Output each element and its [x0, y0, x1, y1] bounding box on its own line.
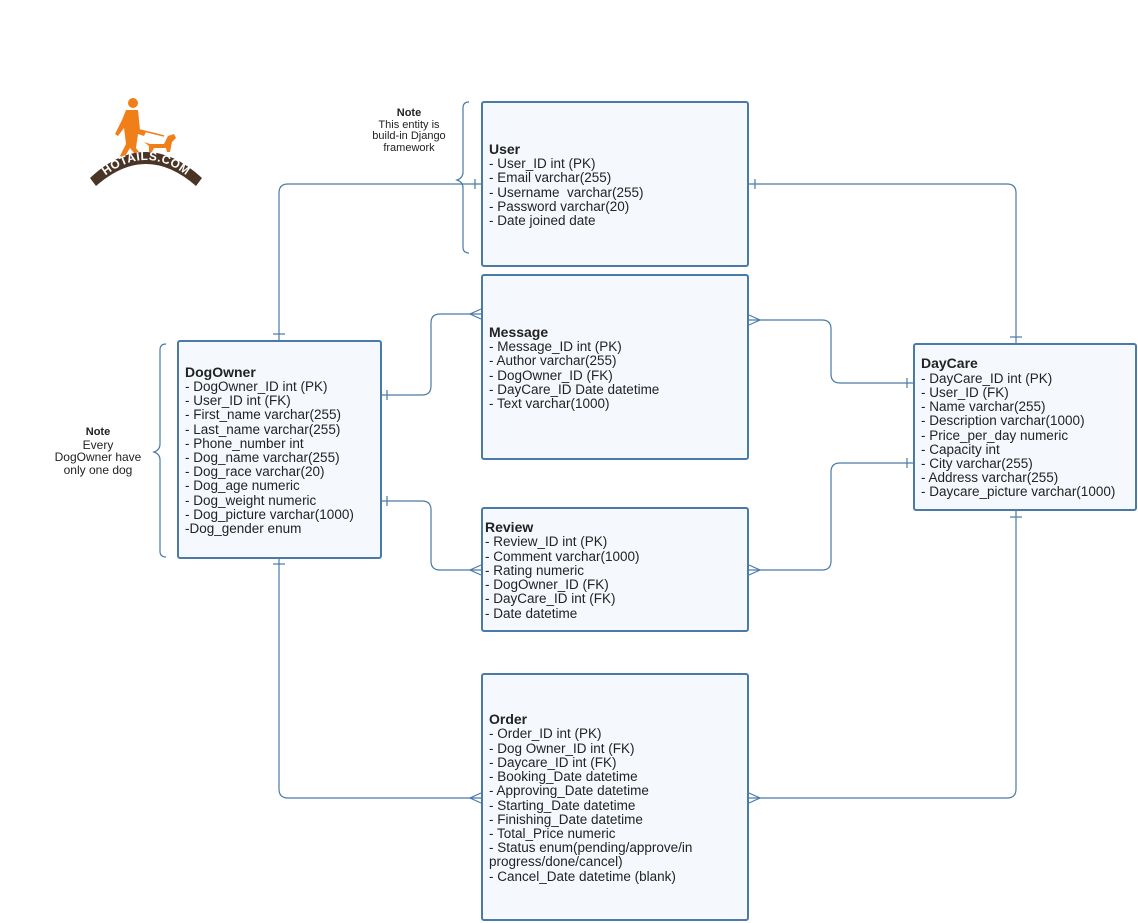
entity-attribute: - Phone_number int — [185, 435, 304, 451]
entity-attribute: - DayCare_ID int (FK) — [485, 591, 616, 607]
entity-attribute: - Approving_Date datetime — [489, 783, 649, 799]
entity-dogowner[interactable]: DogOwner - DogOwner_ID int (PK) - User_I… — [177, 340, 382, 559]
entity-attribute: - Comment varchar(1000) — [485, 548, 640, 564]
entity-attribute: - Rating numeric — [485, 562, 585, 578]
entity-attribute: - Message_ID int (PK) — [489, 339, 622, 355]
entity-title: User — [489, 140, 521, 157]
entity-attribute: - Author varchar(255) — [489, 353, 617, 369]
entity-attribute: - User_ID int (FK) — [185, 393, 291, 409]
edge-review-daycare — [749, 462, 913, 571]
entity-attribute: - DayCare_ID Date datetime — [489, 381, 660, 397]
edge-dogowner-order — [278, 558, 481, 799]
entity-attribute: - Address varchar(255) — [921, 470, 1059, 486]
edge-daycare-order — [749, 511, 1017, 799]
entity-title: Message — [489, 323, 549, 340]
dogowner-note-line: only one dog — [63, 462, 133, 477]
entity-attribute: - Capacity int — [921, 441, 1000, 457]
entity-title: Review — [485, 519, 534, 536]
entity-attribute: - Password varchar(20) — [489, 198, 630, 214]
entity-attribute: - Name varchar(255) — [921, 399, 1046, 415]
dogowner-note-line: DogOwner have — [54, 450, 142, 464]
entity-order[interactable]: Order - Order_ID int (PK) - Dog Owner_ID… — [481, 673, 749, 921]
entity-attribute: - User_ID int (PK) — [489, 156, 596, 172]
entity-title: Order — [489, 711, 528, 728]
entity-attribute: - Order_ID int (PK) — [489, 726, 602, 742]
entity-attribute: - Last_name varchar(255) — [185, 421, 341, 437]
entity-attribute: - Cancel_Date datetime (blank) — [489, 868, 676, 884]
dogowner-note: Note Every DogOwner have only one dog — [48, 426, 148, 476]
entity-user[interactable]: User - User_ID int (PK) - Email varchar(… — [481, 101, 749, 267]
dogowner-note-title: Note — [85, 426, 111, 438]
entity-attribute: - City varchar(255) — [921, 455, 1033, 471]
user-note-line: This entity is — [378, 118, 440, 131]
entity-attribute: - First_name varchar(255) — [185, 407, 342, 423]
entity-title: DogOwner — [185, 363, 256, 380]
entity-review[interactable]: Review - Review_ID int (PK) - Comment va… — [481, 507, 749, 632]
user-note-line: build-in Django — [372, 130, 446, 142]
entity-attribute: -Dog_gender enum — [185, 521, 302, 537]
entity-attribute: - Finishing_Date datetime — [489, 811, 643, 827]
entity-title: DayCare — [921, 355, 978, 372]
entity-attribute: - Dog_weight numeric — [185, 492, 317, 508]
edge-user-dogowner — [278, 183, 481, 340]
entity-attribute: - Username varchar(255) — [489, 184, 644, 200]
entity-attribute: - User_ID (FK) — [921, 384, 1009, 400]
edge-message-daycare — [749, 319, 913, 384]
entity-attribute: - Date joined date — [489, 212, 596, 228]
edge-dogowner-message — [382, 313, 481, 396]
entity-attribute: - Email varchar(255) — [489, 170, 612, 186]
entity-attribute: - Dog_age numeric — [185, 478, 300, 494]
entity-attribute: - Dog Owner_ID int (FK) — [489, 740, 635, 756]
dogowner-note-line: Every — [82, 437, 114, 452]
entity-attribute: - Dog_picture varchar(1000) — [185, 506, 354, 522]
entity-attribute: - Review_ID int (PK) — [485, 534, 608, 550]
entity-attribute: - Status enum(pending/approve/in progres… — [489, 840, 693, 870]
edge-user-daycare — [749, 183, 1017, 343]
entity-attribute: - Daycare_picture varchar(1000) — [921, 484, 1116, 500]
user-note-brace — [455, 101, 470, 254]
hotails-logo: HOTAILS.COM — [84, 96, 208, 201]
entity-daycare[interactable]: DayCare - DayCare_ID int (PK) - User_ID … — [913, 343, 1137, 511]
entity-attribute: - DogOwner_ID (FK) — [489, 367, 613, 383]
entity-attribute: - Daycare_ID int (FK) — [489, 754, 617, 770]
entity-attribute: - Total_Price numeric — [489, 825, 616, 841]
entity-attribute: - Description varchar(1000) — [921, 413, 1085, 429]
entity-attribute: - Dog_race varchar(20) — [185, 464, 325, 480]
entity-attribute: - Price_per_day numeric — [921, 427, 1069, 443]
entity-attribute: - Date datetime — [485, 605, 578, 621]
user-note-line: framework — [383, 141, 435, 154]
entity-message[interactable]: Message - Message_ID int (PK) - Author v… — [481, 274, 749, 460]
user-note: Note This entity is build-in Django fram… — [364, 107, 454, 154]
entity-attribute: - DogOwner_ID (FK) — [485, 577, 609, 593]
user-note-title: Note — [396, 107, 422, 119]
entity-attribute: - Starting_Date datetime — [489, 797, 636, 813]
entity-attribute: - DayCare_ID int (PK) — [921, 370, 1053, 386]
entity-attribute: - DogOwner_ID int (PK) — [185, 378, 328, 394]
entity-attribute: - Text varchar(1000) — [489, 395, 610, 411]
entity-attribute: - Booking_Date datetime — [489, 769, 638, 785]
entity-attribute: - Dog_name varchar(255) — [185, 450, 340, 465]
dogowner-note-brace — [152, 343, 167, 558]
edge-dogowner-review — [382, 500, 481, 571]
